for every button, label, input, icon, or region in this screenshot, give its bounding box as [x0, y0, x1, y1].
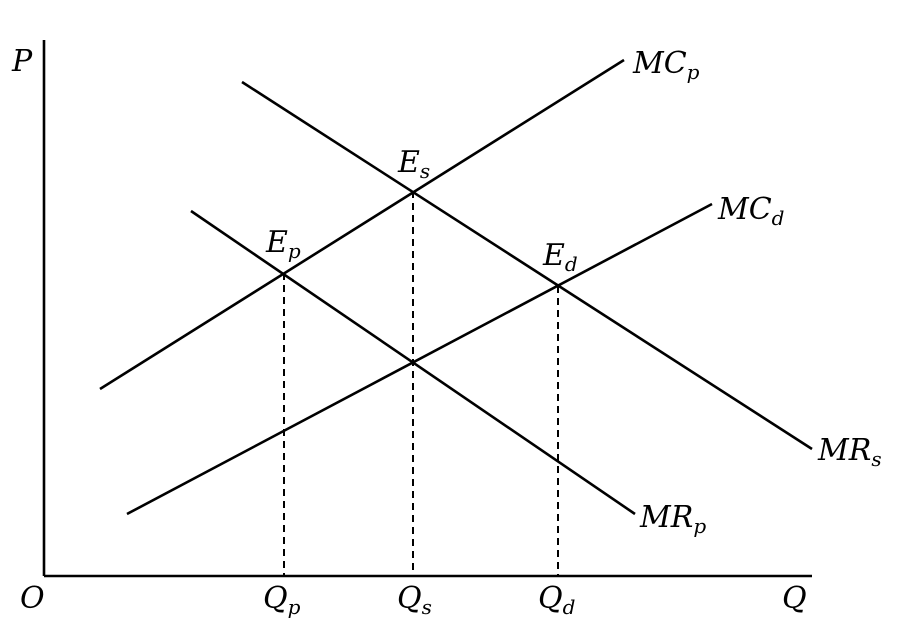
origin-label: O	[20, 581, 45, 616]
mc-d-curve	[126, 202, 713, 516]
e-s-label: Es	[397, 145, 430, 183]
mc-p-label: MCp	[632, 46, 700, 84]
e-d-label: Ed	[542, 238, 578, 276]
e-p-label: Ep	[265, 225, 301, 263]
q-d-label: Qd	[538, 581, 575, 619]
q-p-label: Qp	[263, 581, 301, 619]
mc-p-curve	[99, 58, 625, 391]
y-axis-label: P	[11, 44, 33, 79]
x-axis-label: Q	[782, 581, 807, 616]
q-s-label: Qs	[397, 581, 432, 619]
mr-s-label: MRs	[817, 433, 882, 471]
mc-d-label: MCd	[717, 192, 784, 230]
mr-p-label: MRp	[639, 500, 706, 538]
mr-s-curve	[241, 80, 813, 451]
